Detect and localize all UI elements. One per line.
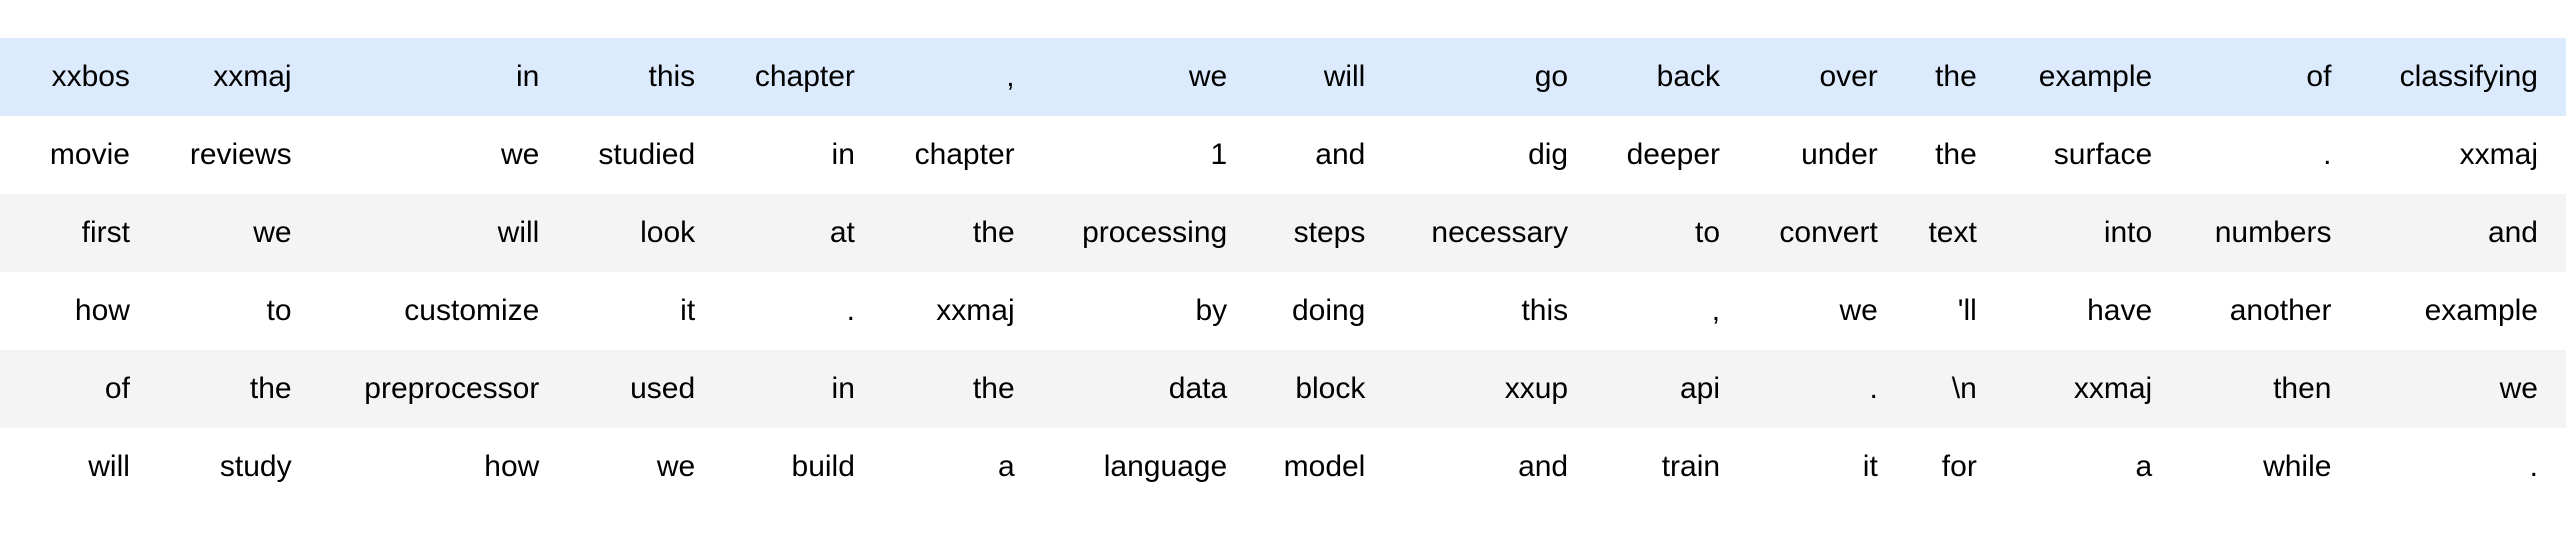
table-cell: the [872,193,1033,272]
table-cell: language [1032,427,1246,506]
table-cell: 1 [1032,115,1246,194]
table-cell: used [557,349,714,428]
table-cell: necessary [1383,193,1587,272]
table-cell: . [1738,349,1896,428]
table-cell: will [0,427,148,506]
table-cell: it [557,271,714,350]
table-cell: xxmaj [147,37,310,116]
table-cell: in [713,349,873,428]
table-cell: for [1895,427,1995,506]
table-cell: go [1383,37,1587,116]
table-cell: of [0,349,148,428]
table-cell: by [1032,271,1246,350]
table-cell: customize [309,271,558,350]
table-cell: to [1586,193,1739,272]
table-cell: look [557,193,714,272]
table-cell: and [2349,193,2566,272]
table-cell: \n [1895,349,1995,428]
table-cell: then [2170,349,2350,428]
table-cell: this [1383,271,1587,350]
table-cell: the [872,349,1033,428]
table-cell: how [0,271,148,350]
table-cell: classifying [2349,37,2566,116]
table-cell: data [1032,349,1246,428]
table-cell: block [1245,349,1384,428]
table-cell: it [1738,427,1896,506]
table-cell: xxmaj [1994,349,2171,428]
table-cell: while [2170,427,2350,506]
table-cell: movie [0,115,148,194]
table-cell: how [309,427,558,506]
table-cell: studied [557,115,714,194]
table-cell: another [2170,271,2350,350]
table-cell: preprocessor [309,349,558,428]
table-cell: in [309,37,558,116]
table-cell: example [2349,271,2566,350]
table-cell: . [713,271,873,350]
table-cell: will [1245,37,1384,116]
table-cell: back [1586,37,1739,116]
table-cell: a [872,427,1033,506]
table-cell: and [1383,427,1587,506]
table-cell: a [1994,427,2171,506]
table-cell: numbers [2170,193,2350,272]
table-cell: train [1586,427,1739,506]
table-cell: study [147,427,310,506]
table-cell: have [1994,271,2171,350]
table-cell: into [1994,193,2171,272]
table-cell: in [713,115,873,194]
table-cell: , [872,37,1033,116]
table-cell: the [147,349,310,428]
table-cell: xxbos [0,37,148,116]
table-cell: chapter [872,115,1033,194]
table-cell: at [713,193,873,272]
table-cell: xxmaj [2349,115,2566,194]
table-cell: we [147,193,310,272]
table-cell: text [1895,193,1995,272]
table-cell: the [1895,37,1995,116]
table-cell: processing [1032,193,1246,272]
table-cell: we [2349,349,2566,428]
table-cell: dig [1383,115,1587,194]
table-cell: over [1738,37,1896,116]
table-cell: steps [1245,193,1384,272]
table-cell: example [1994,37,2171,116]
table-cell: of [2170,37,2350,116]
table-cell: first [0,193,148,272]
table-cell: we [1738,271,1896,350]
table-cell: api [1586,349,1739,428]
table-cell: convert [1738,193,1896,272]
table-cell: chapter [713,37,873,116]
table-cell: surface [1994,115,2171,194]
table-cell: we [1032,37,1246,116]
table-cell: we [557,427,714,506]
table-cell: . [2170,115,2350,194]
table-cell: . [2349,427,2566,506]
table-cell: xxup [1383,349,1587,428]
table-cell: xxmaj [872,271,1033,350]
table-cell: 'll [1895,271,1995,350]
table-cell: to [147,271,310,350]
table-cell: build [713,427,873,506]
table-cell: reviews [147,115,310,194]
table-cell: under [1738,115,1896,194]
table-cell: this [557,37,714,116]
table-cell: model [1245,427,1384,506]
table-cell: will [309,193,558,272]
table-cell: the [1895,115,1995,194]
table-cell: , [1586,271,1739,350]
table-cell: and [1245,115,1384,194]
table-cell: doing [1245,271,1384,350]
table-cell: we [309,115,558,194]
table-cell: deeper [1586,115,1739,194]
